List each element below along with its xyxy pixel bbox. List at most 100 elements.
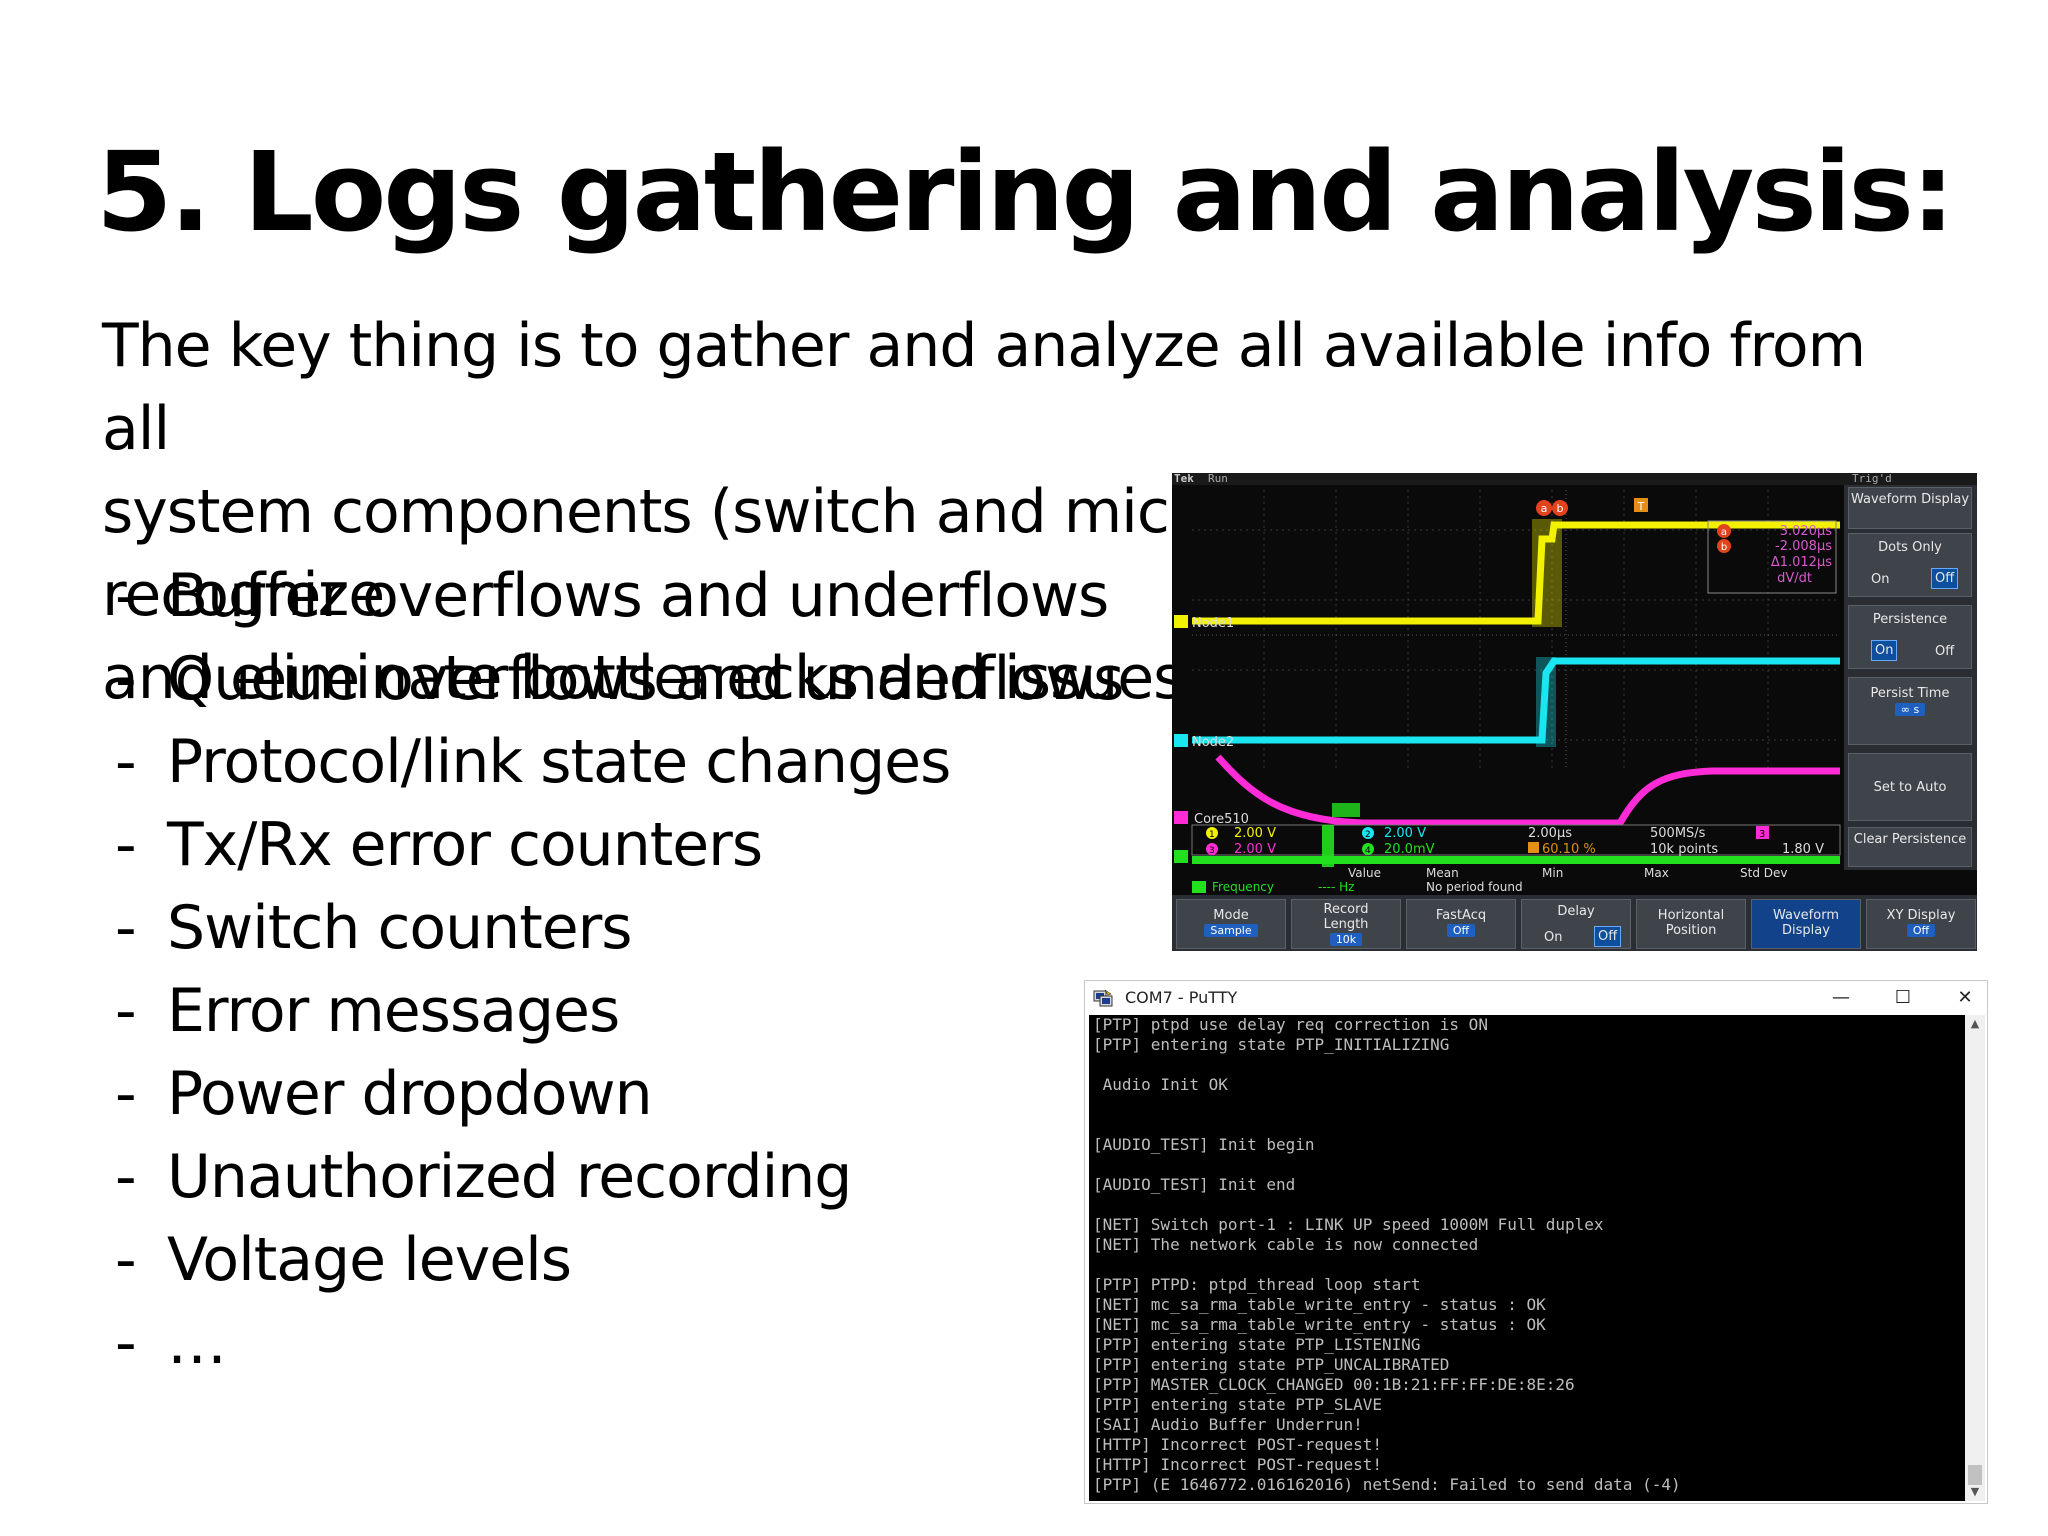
terminal-line: [PTP] entering state PTP_UNCALIBRATED <box>1093 1355 1450 1374</box>
meas-frequency-value: ---- Hz <box>1318 880 1354 894</box>
scope-run-status: Run <box>1208 473 1228 485</box>
bullet-item: -Error messages <box>115 970 1123 1053</box>
fastacq-value: Off <box>1446 924 1476 937</box>
terminal-line: [PTP] entering state PTP_INITIALIZING <box>1093 1035 1450 1054</box>
svg-text:T: T <box>1637 500 1645 513</box>
bullet-item: -Queue overflows and underflows <box>115 638 1124 721</box>
ch3-scale: 2.00 V <box>1234 842 1276 857</box>
cursor-delta-value: Δ1.012µs <box>1771 555 1832 570</box>
meas-header-mean: Mean <box>1426 866 1459 880</box>
meas-header-max: Max <box>1644 866 1669 880</box>
horizontal-position-button[interactable]: Horizontal Position <box>1636 899 1746 949</box>
bullet-dash: - <box>115 561 137 631</box>
set-to-auto-button[interactable]: Set to Auto <box>1848 753 1972 821</box>
ch4-scale: 20.0mV <box>1384 842 1435 857</box>
ch2-scale: 2.00 V <box>1384 826 1426 841</box>
dots-only-off: Off <box>1931 568 1959 589</box>
persistence-off: Off <box>1935 644 1955 659</box>
terminal-line: Audio Init OK <box>1093 1075 1228 1094</box>
persistence-on: On <box>1871 640 1898 661</box>
svg-text:a: a <box>1721 527 1727 538</box>
terminal-line: [PTP] MASTER_CLOCK_CHANGED 00:1B:21:FF:F… <box>1093 1375 1575 1394</box>
bullet-text: Queue overflows and underflows <box>167 644 1124 714</box>
meas-header-value: Value <box>1348 866 1381 880</box>
mode-value: Sample <box>1204 924 1258 937</box>
bullet-dash: - <box>115 1225 137 1295</box>
record-length-value: 10k <box>1329 933 1363 946</box>
xy-display-button[interactable]: XY Display Off <box>1866 899 1976 949</box>
sample-rate: 500MS/s <box>1650 826 1706 841</box>
record-points: 10k points <box>1650 842 1718 857</box>
bullet-text: Tx/Rx error counters <box>167 810 763 880</box>
putty-title-bar[interactable]: COM7 - PuTTY — ☐ ✕ <box>1085 981 1987 1015</box>
minimize-button[interactable]: — <box>1832 987 1850 1008</box>
close-button[interactable]: ✕ <box>1957 987 1973 1008</box>
bullet-item: -Power dropdown <box>115 1053 1123 1136</box>
meas-frequency-mean: No period found <box>1426 880 1523 894</box>
clear-persistence-button[interactable]: Clear Persistence <box>1848 827 1972 867</box>
trigger-level: 1.80 V <box>1782 842 1824 857</box>
scope-waveform-display: a b T a b 3.020µs -2.008µs Δ1.012µs dV/d… <box>1172 485 1972 945</box>
terminal-line: [NET] Switch port-1 : LINK UP speed 1000… <box>1093 1215 1604 1234</box>
bullet-dash: - <box>115 1142 137 1212</box>
waveform-node2 <box>1192 657 1840 744</box>
waveform-core510 <box>1215 754 1840 827</box>
putty-window: COM7 - PuTTY — ☐ ✕ [PTP] ptpd use delay … <box>1084 980 1988 1504</box>
terminal-line: [NET] mc_sa_rma_table_write_entry - stat… <box>1093 1315 1546 1334</box>
terminal-line: [AUDIO_TEST] Init begin <box>1093 1135 1315 1154</box>
record-length-button[interactable]: Record Length 10k <box>1291 899 1401 949</box>
maximize-button[interactable]: ☐ <box>1894 987 1912 1008</box>
bullet-text: Protocol/link state changes <box>167 727 951 797</box>
mode-button[interactable]: Mode Sample <box>1176 899 1286 949</box>
scope-brand: Tek <box>1174 473 1194 485</box>
waveform-node1 <box>1192 521 1840 625</box>
bullet-text: Power dropdown <box>167 1059 653 1129</box>
svg-text:b: b <box>1557 502 1564 515</box>
dots-only-button[interactable]: Dots Only On Off <box>1848 533 1972 597</box>
persistence-button[interactable]: Persistence On Off <box>1848 605 1972 669</box>
persist-time-button[interactable]: Persist Time ∞ s <box>1848 677 1972 745</box>
dots-only-on: On <box>1871 572 1890 587</box>
terminal-line: [HTTP] Incorrect POST-request! <box>1093 1455 1382 1474</box>
bullet-item: -Buffer overflows and underflows <box>115 555 1123 638</box>
terminal-line: [PTP] entering state PTP_LISTENING <box>1093 1335 1421 1354</box>
delay-button[interactable]: Delay On Off <box>1521 899 1631 949</box>
ch1-scale: 2.00 V <box>1234 826 1276 841</box>
scroll-down-icon[interactable]: ▼ <box>1970 1485 1980 1498</box>
bullet-dash: - <box>115 1059 137 1129</box>
terminal-line: [PTP] ptpd use delay req correction is O… <box>1093 1015 1488 1034</box>
oscilloscope-screenshot: Tek Run Trig'd a b T <box>1172 473 1977 951</box>
trigger-channel: 3 <box>1759 829 1765 840</box>
trigger-marker: T <box>1634 498 1648 513</box>
scope-status-bar: Tek Run Trig'd <box>1172 473 1977 485</box>
bullet-dash: - <box>115 727 137 797</box>
bullet-dash: - <box>115 893 137 963</box>
bullet-text: Unauthorized recording <box>167 1142 852 1212</box>
scroll-up-icon[interactable]: ▲ <box>1970 1017 1980 1030</box>
bullet-text: Voltage levels <box>167 1225 572 1295</box>
bullet-text: Error messages <box>167 976 620 1046</box>
terminal-line: [PTP] entering state PTP_SLAVE <box>1093 1395 1382 1414</box>
meas-header-std: Std Dev <box>1740 866 1787 880</box>
waveform-display-button[interactable]: Waveform Display <box>1751 899 1861 949</box>
svg-text:1: 1 <box>1209 830 1215 840</box>
bullet-item: -… <box>115 1302 1123 1385</box>
channel-label-node1: Node1 <box>1192 616 1234 631</box>
terminal-output[interactable]: [PTP] ptpd use delay req correction is O… <box>1089 1015 1965 1501</box>
meas-header-min: Min <box>1542 866 1563 880</box>
bullet-text: … <box>167 1308 227 1378</box>
scope-trig-status: Trig'd <box>1852 473 1892 485</box>
timebase-readout: 2.00µs <box>1528 826 1572 841</box>
scroll-thumb[interactable] <box>1968 1465 1982 1485</box>
svg-text:a: a <box>1541 502 1548 515</box>
fastacq-button[interactable]: FastAcq Off <box>1406 899 1516 949</box>
bullet-text: Switch counters <box>167 893 633 963</box>
terminal-line: [SAI] Audio Buffer Underrun! <box>1093 1415 1363 1434</box>
terminal-scrollbar[interactable]: ▲ ▼ <box>1965 1015 1985 1501</box>
bullet-list: -Buffer overflows and underflows -Queue … <box>115 555 1124 1385</box>
cursor-b-value: -2.008µs <box>1775 539 1832 554</box>
bullet-item: -Voltage levels <box>115 1219 1123 1302</box>
cursor-unit: dV/dt <box>1777 571 1812 586</box>
terminal-line: [HTTP] Incorrect POST-request! <box>1093 1435 1382 1454</box>
delay-on: On <box>1544 930 1563 945</box>
